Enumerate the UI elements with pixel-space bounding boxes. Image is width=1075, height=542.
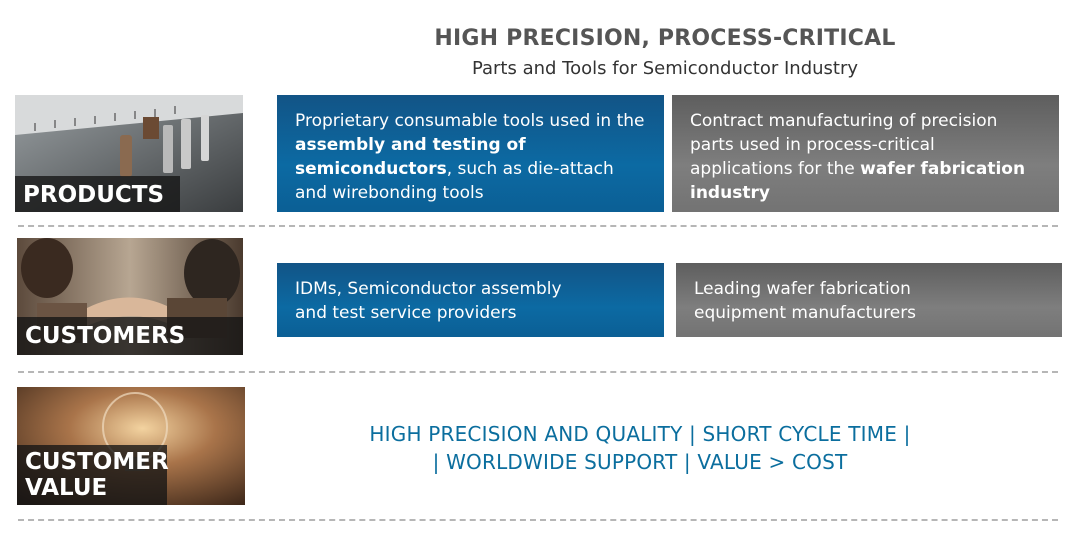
customers-idm-line-1: IDMs, Semiconductor assembly [295,279,562,299]
customer-value-line-1: HIGH PRECISION AND QUALITY | SHORT CYCLE… [369,422,911,446]
divider-3 [18,519,1058,521]
customers-equipment-line-1: Leading wafer fabrication [694,279,911,299]
customer-value-photo: CUSTOMER VALUE [17,387,245,505]
products-assembly-bold: assembly and testing of semiconductors [295,135,526,179]
products-assembly-text-2: , such as die-attach and wirebonding too… [295,159,614,203]
page-title: HIGH PRECISION, PROCESS-CRITICAL [434,26,896,51]
products-assembly-text-1: Proprietary consumable tools used in the [295,111,645,131]
products-assembly-box: Proprietary consumable tools used in the… [277,95,664,212]
products-wafer-text-1: Contract manufacturing of precision part… [690,111,998,179]
customers-idm-box: IDMs, Semiconductor assembly and test se… [277,263,664,337]
customers-equipment-line-2: equipment manufacturers [694,303,917,323]
customer-value-label-line-1: CUSTOMER [25,449,169,475]
customers-idm-line-2: and test service providers [295,303,517,323]
products-photo: PRODUCTS [15,95,243,212]
customer-value-label: CUSTOMER VALUE [17,445,169,505]
products-label: PRODUCTS [15,176,180,212]
divider-2 [18,371,1058,373]
customer-value-label-line-2: VALUE [25,475,108,502]
products-wafer-box: Contract manufacturing of precision part… [672,95,1059,212]
customers-photo: CUSTOMERS [17,238,243,355]
customers-label: CUSTOMERS [17,317,243,355]
divider-1 [18,225,1058,227]
customers-equipment-box: Leading wafer fabrication equipment manu… [676,263,1062,337]
page-subtitle: Parts and Tools for Semiconductor Indust… [471,58,859,79]
products-wafer-bold: wafer fabrication industry [690,159,1026,203]
customer-value-line-2: | WORLDWIDE SUPPORT | VALUE > COST [432,450,848,474]
